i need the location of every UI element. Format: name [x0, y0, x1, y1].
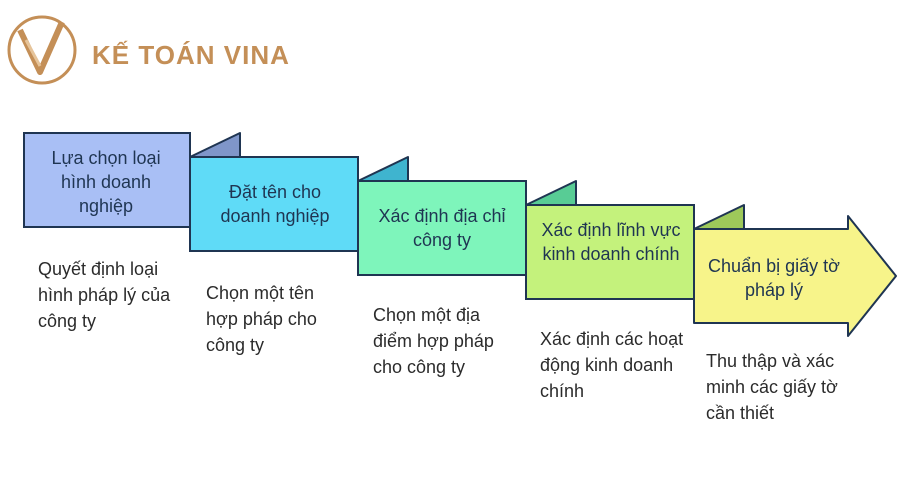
step-3-shape: [357, 180, 577, 276]
step-3-title: Xác định địa chỉ công ty: [378, 206, 506, 250]
step-4-shape: [525, 204, 745, 300]
step-2-title: Đặt tên cho doanh nghiệp: [220, 182, 330, 226]
step-1-title: Lựa chọn loại hình doanh nghiệp: [51, 148, 161, 216]
step-1-shape: [23, 132, 241, 228]
step-3-desc: Chọn một địa điểm hợp pháp cho công ty: [373, 305, 494, 377]
step-5-title: Chuẩn bị giấy tờ pháp lý: [708, 256, 840, 300]
step-2-shape: [189, 156, 409, 252]
step-5-desc: Thu thập và xác minh các giấy tờ cần thi…: [706, 351, 838, 423]
step-4-desc: Xác định các hoạt động kinh doanh chính: [540, 329, 684, 401]
step-5-arrow: [693, 215, 897, 337]
step-4-title: Xác định lĩnh vực kinh doanh chính: [541, 220, 681, 264]
step-2-desc: Chọn một tên hợp pháp cho công ty: [206, 283, 317, 355]
brand-name: KẾ TOÁN VINA: [92, 40, 290, 70]
step-1-desc: Quyết định loại hình pháp lý của công ty: [38, 259, 171, 331]
logo-mark: [7, 15, 77, 85]
